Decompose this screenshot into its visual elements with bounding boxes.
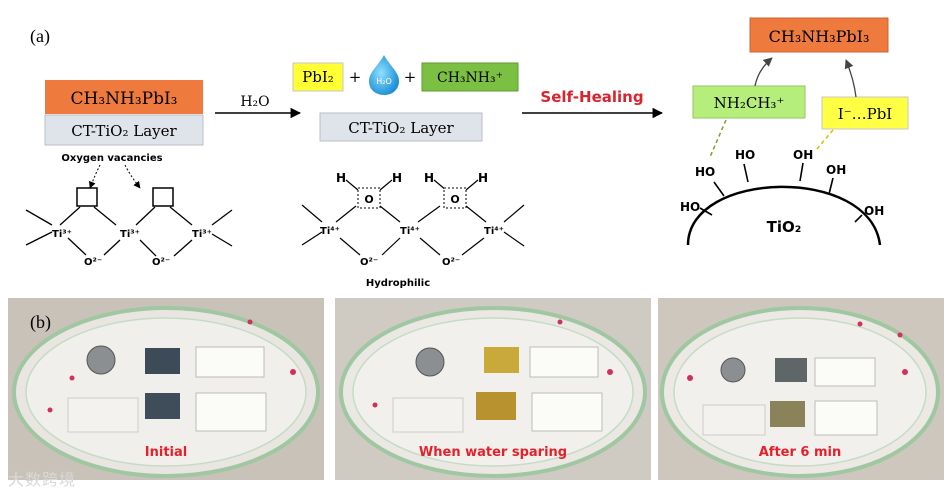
hydrophilic-label: Hydrophilic bbox=[366, 278, 430, 289]
department-card-1 bbox=[68, 398, 138, 432]
ti4-label-3: Ti⁴⁺ bbox=[484, 226, 504, 237]
methylamine-label: NH₂CH₃⁺ bbox=[714, 94, 785, 112]
department-card-2 bbox=[393, 398, 463, 432]
department-card-3 bbox=[703, 405, 765, 435]
caption-water: When water sparing bbox=[419, 445, 567, 460]
hydroxyl-label-4: OH bbox=[793, 148, 813, 162]
oxygen-vacancies-label: Oxygen vacancies bbox=[61, 153, 162, 164]
sample-random-porous-2 bbox=[476, 392, 516, 420]
pbi2-label: PbI₂ bbox=[302, 68, 334, 86]
recombination-arrow-2 bbox=[846, 60, 856, 97]
note-card-3a bbox=[815, 358, 875, 386]
product-perovskite-label: CH₃NH₃PbI₃ bbox=[769, 27, 870, 46]
sample-template-perovskite-1 bbox=[145, 348, 180, 374]
methylammonium-label: CH₃NH₃⁺ bbox=[437, 70, 503, 86]
o2-label-1: O²⁻ bbox=[84, 257, 102, 268]
panel-a-label: (a) bbox=[30, 26, 50, 47]
hydroxyl-label-5: OH bbox=[826, 163, 846, 177]
ct-tio2-layer-label: CT-TiO₂ Layer bbox=[71, 122, 177, 140]
tio2-surface-arc bbox=[688, 187, 880, 245]
vacancy-arrow-2 bbox=[125, 165, 140, 188]
ti3-label-1: Ti³⁺ bbox=[52, 229, 72, 240]
ti3-label-3: Ti³⁺ bbox=[192, 229, 212, 240]
o2-label-4: O²⁻ bbox=[442, 257, 460, 268]
hydrogen-label-1: H bbox=[336, 171, 346, 185]
oxygen-label-1: O bbox=[364, 193, 373, 206]
vacancy-arrow-1 bbox=[90, 165, 100, 188]
ti3-label-2: Ti³⁺ bbox=[120, 229, 140, 240]
hydrogen-label-3: H bbox=[424, 171, 434, 185]
note-card-1a bbox=[196, 347, 264, 377]
hydroxyl-label-6: OH bbox=[864, 204, 884, 218]
iodide-pbi-label: I⁻…PbI bbox=[838, 105, 893, 123]
note-card-2a bbox=[530, 347, 598, 377]
department-seal-2 bbox=[416, 348, 444, 376]
sample-template-perovskite-3 bbox=[775, 358, 807, 382]
ti4-label-1: Ti⁴⁺ bbox=[320, 226, 340, 237]
water-drop-icon bbox=[369, 55, 399, 95]
hydrogen-bond-2 bbox=[816, 130, 833, 150]
hydroxyl-label-2: HO bbox=[695, 165, 715, 179]
vacancy-square-2 bbox=[153, 188, 173, 206]
hydrogen-label-2: H bbox=[392, 171, 402, 185]
department-seal-1 bbox=[87, 346, 115, 374]
perovskite-formula: CH₃NH₃PbI₃ bbox=[70, 89, 177, 109]
ti4-label-2: Ti⁴⁺ bbox=[400, 226, 420, 237]
plus-sign-1: + bbox=[349, 68, 362, 86]
recombination-arrow-1 bbox=[755, 58, 772, 86]
caption-after: After 6 min bbox=[759, 445, 842, 460]
h2o-arrow-label: H₂O bbox=[240, 94, 269, 110]
ct-tio2-layer-label-2: CT-TiO₂ Layer bbox=[348, 119, 454, 137]
o2-label-3: O²⁻ bbox=[360, 257, 378, 268]
department-seal-3 bbox=[721, 358, 745, 382]
water-drop-label: H₂O bbox=[376, 77, 392, 86]
note-card-2b bbox=[532, 393, 602, 431]
tio2-substrate-label: TiO₂ bbox=[767, 218, 802, 236]
hydrogen-label-4: H bbox=[478, 171, 488, 185]
sample-random-porous-1 bbox=[145, 393, 180, 419]
vacancy-square-1 bbox=[77, 188, 97, 206]
hydroxyl-label-1: HO bbox=[680, 200, 700, 214]
sample-template-perovskite-2 bbox=[484, 347, 519, 373]
caption-initial: Initial bbox=[145, 445, 187, 460]
note-card-1b bbox=[196, 393, 266, 431]
watermark-text: 大数跨境 bbox=[8, 466, 76, 490]
sample-random-porous-3 bbox=[770, 401, 805, 427]
panel-b-label: (b) bbox=[30, 312, 51, 333]
o2-label-2: O²⁻ bbox=[152, 257, 170, 268]
middle-lattice-bonds bbox=[302, 180, 524, 255]
note-card-3b bbox=[815, 401, 877, 435]
oxygen-label-2: O bbox=[450, 193, 459, 206]
self-healing-label: Self-Healing bbox=[540, 88, 643, 106]
hydroxyl-label-3: HO bbox=[735, 148, 755, 162]
hydrogen-bond-1 bbox=[710, 120, 726, 157]
plus-sign-2: + bbox=[404, 68, 417, 86]
